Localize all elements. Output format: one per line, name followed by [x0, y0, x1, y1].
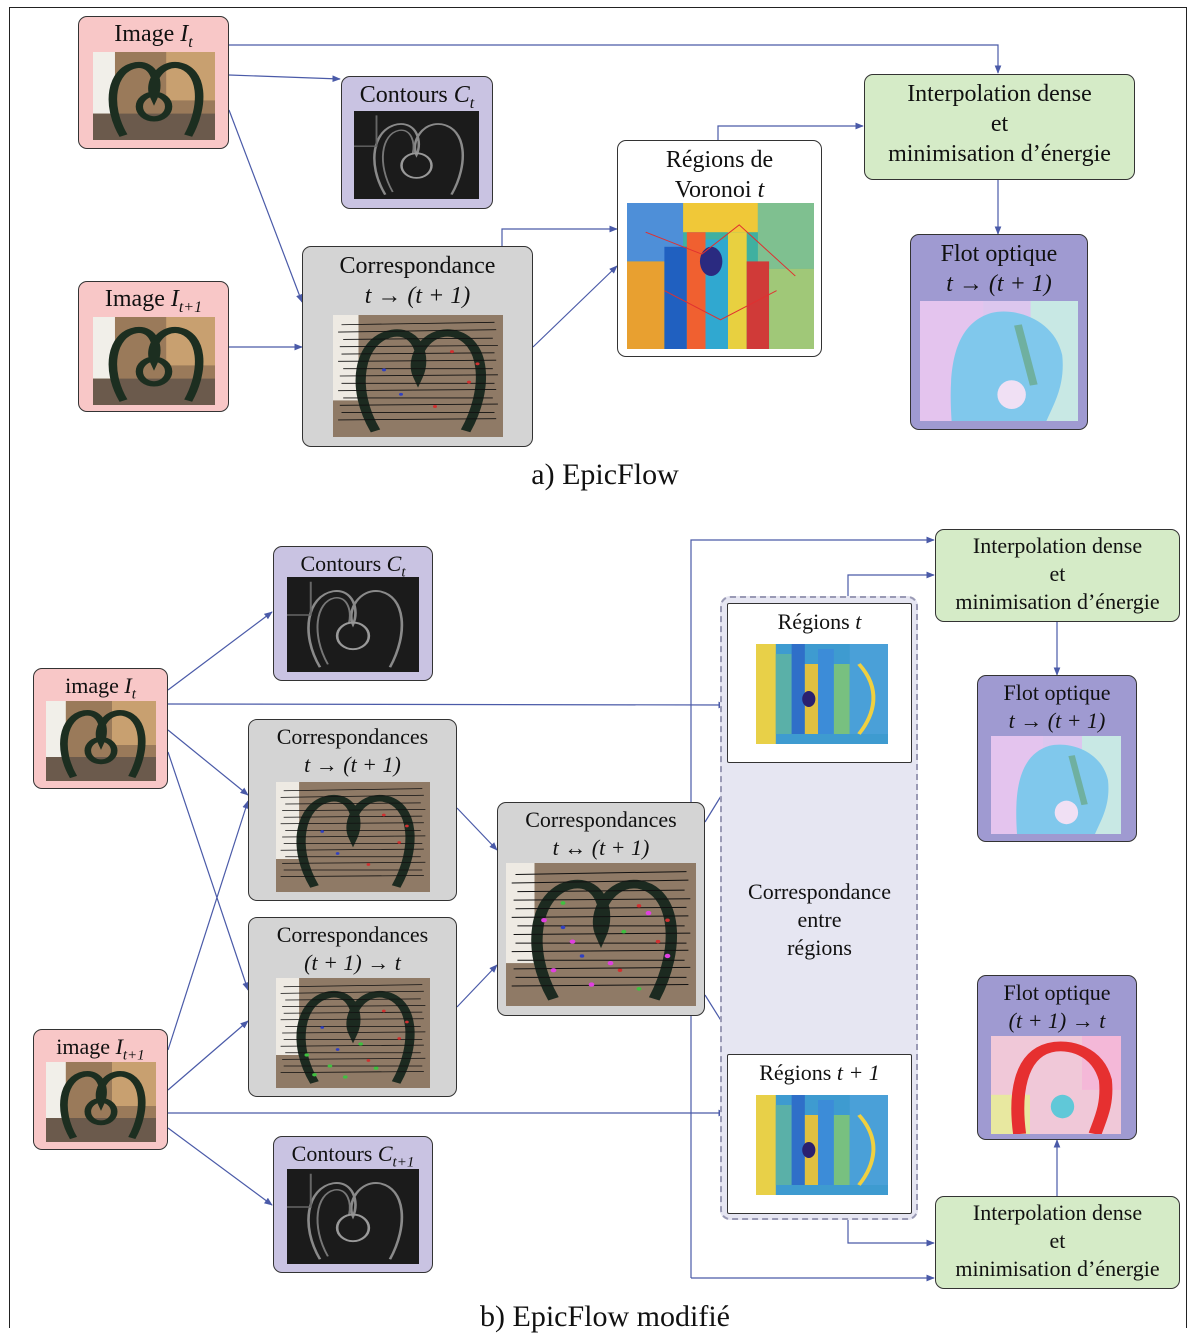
a-contours-node: Contours Ct — [341, 76, 493, 209]
a-interp-line1: Interpolation dense — [907, 81, 1092, 107]
a-contours-label: Contours Ct — [359, 82, 475, 112]
b-image-t-label: image It — [65, 673, 136, 703]
b-corr-bwd-title: Correspondances — [276, 922, 429, 947]
b-image-t1-label: image It+1 — [56, 1034, 145, 1064]
b-contours-t-image — [287, 577, 419, 672]
b-corr-fwd-node: Correspondances t → (t + 1) — [248, 719, 457, 901]
a-image-t-label: Image It — [114, 21, 193, 51]
a-image-t1-photo — [93, 317, 215, 405]
b-corr-both-title: Correspondances — [525, 807, 677, 832]
a-interp-line2: et — [990, 111, 1009, 137]
b-corr-bwd-node: Correspondances (t + 1) → t — [248, 917, 457, 1097]
a-voronoi-node: Régions de Voronoi t — [617, 140, 822, 357]
b-flow-fwd-direction: t → (t + 1) — [1008, 708, 1106, 733]
b-contours-t-label: Contours Ct — [300, 551, 406, 581]
a-image-t1-label: Image It+1 — [104, 286, 203, 316]
b-flow-bwd-direction: (t + 1) → t — [1008, 1008, 1106, 1033]
b-interp-top-node: Interpolation dense et minimisation d’én… — [935, 529, 1180, 622]
a-correspondance-image — [333, 315, 503, 437]
b-flow-bwd-title: Flot optique — [1003, 980, 1111, 1005]
caption-b: b) EpicFlow modifié — [480, 1300, 730, 1333]
b-regions-t1-node: Régions t + 1 — [727, 1054, 912, 1214]
b-corr-fwd-image — [276, 782, 430, 892]
b-contours-t1-label: Contours Ct+1 — [291, 1141, 415, 1171]
b-interp-top-line2: et — [1049, 561, 1066, 586]
b-image-t1-photo — [46, 1062, 156, 1142]
a-flow-title: Flot optique — [940, 241, 1058, 267]
b-interp-bottom-line2: et — [1049, 1228, 1066, 1253]
b-contours-t-node: Contours Ct — [273, 546, 433, 681]
b-corr-bwd-direction: (t + 1) → t — [304, 950, 401, 975]
b-image-t1-node: image It+1 — [33, 1029, 168, 1150]
b-flow-fwd-title: Flot optique — [1003, 680, 1111, 705]
b-corr-fwd-direction: t → (t + 1) — [304, 752, 401, 777]
a-correspondance-direction: t → (t + 1) — [364, 283, 471, 309]
a-interp-line3: minimisation d’énergie — [888, 141, 1111, 167]
caption-a: a) EpicFlow — [531, 458, 679, 491]
b-interp-bottom-node: Interpolation dense et minimisation d’én… — [935, 1196, 1180, 1289]
b-interp-bottom-line1: Interpolation dense — [972, 1200, 1143, 1225]
b-corr-both-image — [506, 863, 696, 1006]
a-flow-direction: t → (t + 1) — [946, 271, 1052, 297]
b-regions-t1-label: Régions t + 1 — [759, 1060, 880, 1085]
b-contours-t1-image — [287, 1169, 419, 1264]
b-regions-t-node: Régions t — [727, 603, 912, 763]
a-voronoi-subtitle: Voronoi t — [674, 177, 765, 203]
b-corr-bwd-image — [276, 978, 430, 1088]
a-voronoi-title: Régions de — [665, 147, 774, 173]
b-corr-both-node: Correspondances t ↔ (t + 1) — [497, 802, 705, 1016]
a-voronoi-image — [627, 203, 814, 349]
b-regions-t-image — [756, 644, 888, 744]
b-interp-top-line3: minimisation d’énergie — [955, 589, 1160, 614]
a-interp-node: Interpolation dense et minimisation d’én… — [864, 74, 1135, 180]
a-correspondance-title: Correspondance — [339, 253, 496, 279]
b-flow-bwd-image — [991, 1036, 1121, 1134]
a-image-t1-node: Image It+1 — [78, 281, 229, 412]
b-regions-t1-image — [756, 1095, 888, 1195]
b-flow-fwd-image — [991, 736, 1121, 834]
a-flow-image — [920, 301, 1078, 421]
a-flow-node: Flot optique t → (t + 1) — [910, 234, 1088, 430]
figure-frame — [9, 7, 1187, 1328]
b-regions-t-label: Régions t — [777, 609, 862, 634]
a-correspondance-node: Correspondance t → (t + 1) — [302, 246, 533, 447]
b-interp-bottom-line3: minimisation d’énergie — [955, 1256, 1160, 1281]
b-contours-t1-node: Contours Ct+1 — [273, 1136, 433, 1273]
a-image-t-photo — [93, 52, 215, 140]
b-flow-bwd-node: Flot optique (t + 1) → t — [977, 975, 1137, 1140]
b-corr-both-direction: t ↔ (t + 1) — [552, 835, 650, 860]
region-matching-label: Correspondance entre régions — [748, 879, 891, 960]
b-flow-fwd-node: Flot optique t → (t + 1) — [977, 675, 1137, 842]
a-image-t-node: Image It — [78, 16, 229, 149]
b-interp-top-line1: Interpolation dense — [972, 533, 1143, 558]
b-image-t-photo — [46, 701, 156, 781]
b-image-t-node: image It — [33, 668, 168, 789]
a-contours-image — [354, 111, 479, 199]
b-corr-fwd-title: Correspondances — [276, 724, 429, 749]
